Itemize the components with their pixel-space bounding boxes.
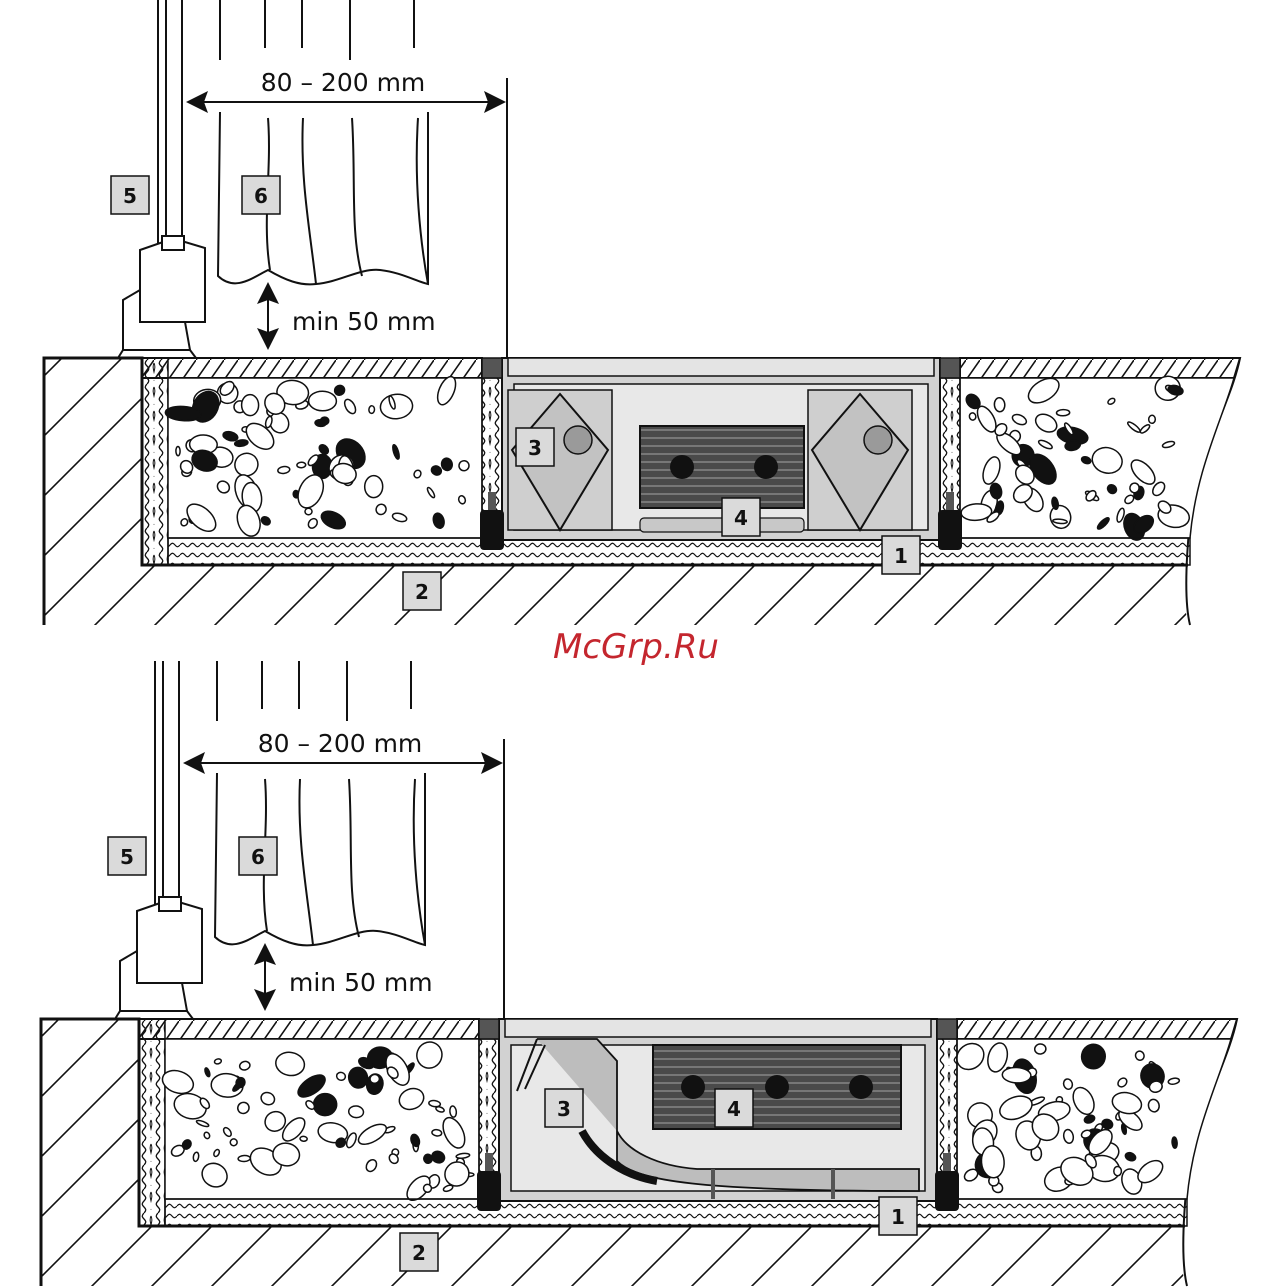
window-glazing-bead xyxy=(162,236,184,250)
tag-frame: 1 xyxy=(882,536,920,574)
pebble xyxy=(193,1152,200,1162)
tag-floor-number: 2 xyxy=(412,1241,426,1265)
pebble xyxy=(297,462,306,468)
pebble xyxy=(369,1074,380,1084)
impact-insulation-layer xyxy=(165,1199,1187,1226)
tag-floor-number: 2 xyxy=(415,580,429,604)
pebble xyxy=(305,508,313,515)
floor-finish-left xyxy=(142,358,482,378)
tag-curtain: 6 xyxy=(239,837,277,875)
tag-floor: 2 xyxy=(403,572,441,610)
pebble xyxy=(365,475,383,497)
pipe-2 xyxy=(765,1075,789,1099)
pebble xyxy=(969,412,977,420)
window-glazing-bead xyxy=(159,897,181,911)
pebble xyxy=(315,419,327,427)
width-dimension-label: 80 – 200 mm xyxy=(261,68,426,97)
pebble xyxy=(300,1136,308,1141)
tag-frame-number: 1 xyxy=(894,544,908,568)
pebble xyxy=(994,397,1006,412)
pebble xyxy=(1034,1043,1046,1054)
frame-edge-right xyxy=(940,358,960,378)
tag-window: 5 xyxy=(108,837,146,875)
pebble xyxy=(230,1138,238,1146)
wall-insulation-strip xyxy=(142,358,168,565)
adjuster-screw-right xyxy=(946,492,954,510)
tag-window-number: 5 xyxy=(120,845,134,869)
floor-finish-right xyxy=(957,1019,1237,1039)
floor-finish-right xyxy=(960,358,1240,378)
window-frame-profile xyxy=(137,903,202,983)
height-adjuster-left xyxy=(477,1171,501,1211)
pebble xyxy=(1053,519,1068,524)
curtain-top-folds xyxy=(217,661,411,721)
height-adjuster-right xyxy=(938,510,962,550)
height-dimension-label: min 50 mm xyxy=(289,968,433,997)
tag-curtain: 6 xyxy=(242,176,280,214)
pebble xyxy=(238,1155,250,1162)
adjuster-screw-right xyxy=(943,1153,951,1171)
pipe-left xyxy=(670,455,694,479)
tag-exchanger: 4 xyxy=(722,498,760,536)
pipe-3 xyxy=(849,1075,873,1099)
tag-curtain-number: 6 xyxy=(251,845,265,869)
watermark-text: McGrp.Ru xyxy=(553,627,719,667)
trench-grille-top xyxy=(508,358,934,376)
window-frame-profile xyxy=(140,242,205,322)
width-dimension-label: 80 – 200 mm xyxy=(258,729,423,758)
tag-window: 5 xyxy=(111,176,149,214)
pebble xyxy=(1114,1166,1122,1175)
pipe-1 xyxy=(681,1075,705,1099)
pebble xyxy=(1056,409,1069,416)
trench-grille-top xyxy=(505,1019,931,1037)
tag-fan-number: 3 xyxy=(528,436,542,460)
adjuster-screw-left xyxy=(488,492,496,510)
tag-fan-number: 3 xyxy=(557,1097,571,1121)
tag-floor: 2 xyxy=(400,1233,438,1271)
curtain-top-folds xyxy=(220,0,414,60)
pebble xyxy=(1172,1137,1178,1149)
pebble xyxy=(176,446,180,455)
pebble xyxy=(241,394,258,415)
fan-right-logo-icon xyxy=(864,426,892,454)
tag-exchanger-number: 4 xyxy=(727,1097,741,1121)
tag-exchanger-number: 4 xyxy=(734,506,748,530)
bottom-section: 80 – 200 mm min 50 mm 3 4 5 6 1 2 xyxy=(41,661,1237,1286)
pipe-right xyxy=(754,455,778,479)
fan-left-logo-icon xyxy=(564,426,592,454)
floor-finish-left xyxy=(139,1019,479,1039)
top-section: 80 – 200 mm min 50 mm 3 4 5 6 1 2 xyxy=(44,0,1240,625)
heat-exchanger xyxy=(640,426,804,508)
pebble xyxy=(432,1129,443,1137)
frame-edge-left xyxy=(479,1019,499,1039)
window-glass-lines xyxy=(158,0,182,250)
pebble xyxy=(369,406,375,414)
window-glass-lines xyxy=(155,661,179,911)
tag-curtain-number: 6 xyxy=(254,184,268,208)
height-dimension-label: min 50 mm xyxy=(292,307,436,336)
tag-fan: 3 xyxy=(516,428,554,466)
tag-frame-number: 1 xyxy=(891,1205,905,1229)
pebble xyxy=(308,391,336,411)
adjuster-screw-left xyxy=(485,1153,493,1171)
wall-insulation-strip xyxy=(139,1019,165,1226)
tag-window-number: 5 xyxy=(123,184,137,208)
frame-edge-right xyxy=(937,1019,957,1039)
height-adjuster-left xyxy=(480,510,504,550)
frame-edge-left xyxy=(482,358,502,378)
tag-exchanger: 4 xyxy=(715,1089,753,1127)
height-adjuster-right xyxy=(935,1171,959,1211)
tag-frame: 1 xyxy=(879,1197,917,1235)
impact-insulation-layer xyxy=(168,538,1190,565)
pebble xyxy=(1149,415,1156,423)
tag-fan: 3 xyxy=(545,1089,583,1127)
